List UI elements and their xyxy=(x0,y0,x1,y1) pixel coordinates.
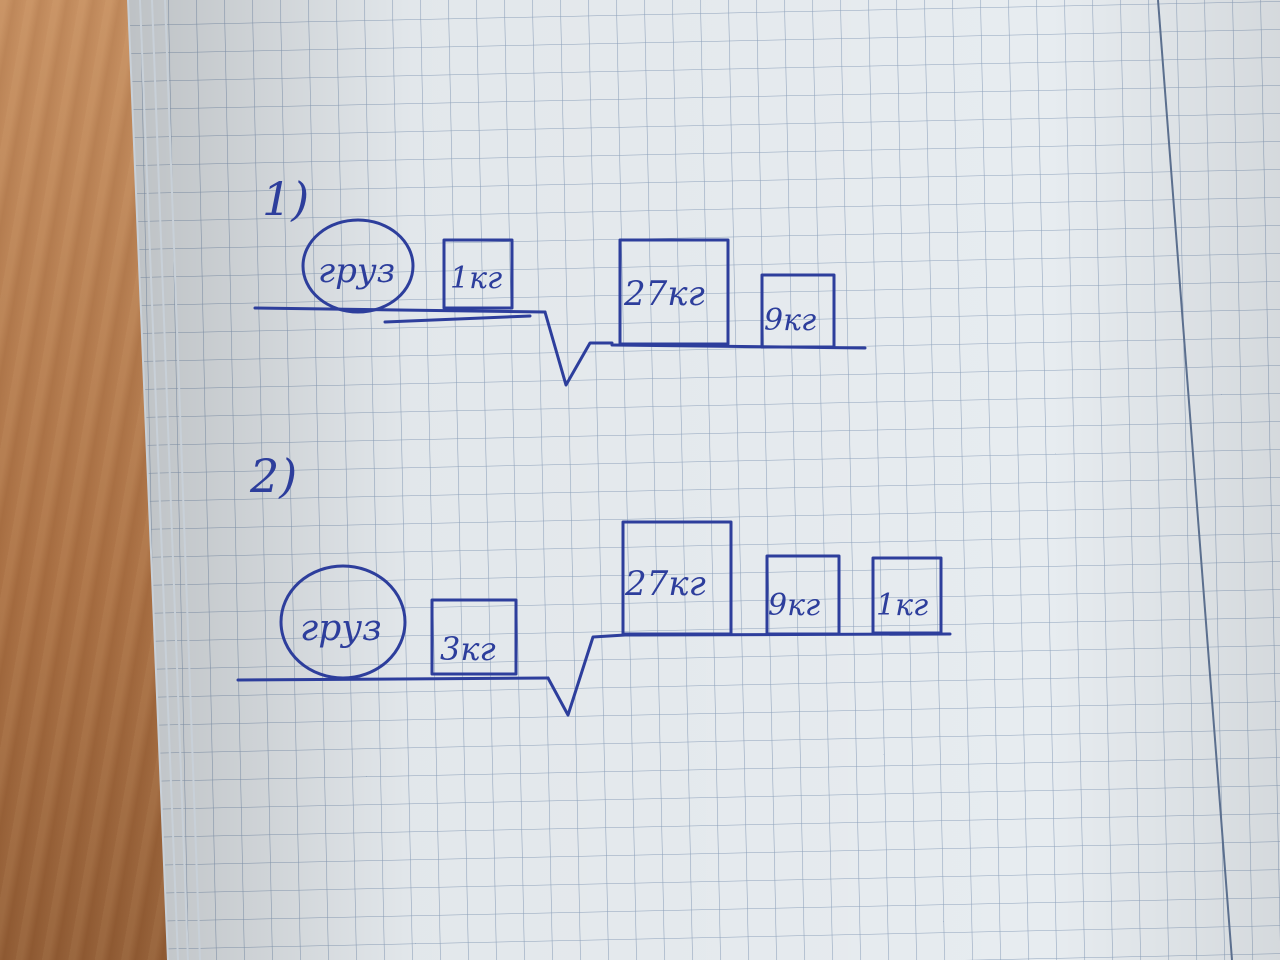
box-1-0 xyxy=(442,238,514,310)
ground-line-1 xyxy=(253,306,547,324)
box-label-1-1: 27кг xyxy=(623,274,705,314)
ditch-2 xyxy=(546,633,627,717)
box-label-1-0: 1кг xyxy=(450,261,502,296)
diagram-2-label: 2) xyxy=(249,449,297,503)
box-1-2 xyxy=(760,273,836,349)
box-label-2-3: 1кг xyxy=(876,588,928,623)
load-label-2: груз xyxy=(300,608,382,649)
ground-line-2 xyxy=(236,676,550,682)
ditch-1 xyxy=(543,310,614,387)
box-2-0 xyxy=(430,598,518,676)
diagram-1: 1) груз 1кг 27кг 9кг xyxy=(253,172,867,387)
diagram-2: 2) груз 3кг 27кг 9кг 1кг xyxy=(236,449,952,717)
diagram-1-label: 1) xyxy=(262,172,309,226)
box-2-2 xyxy=(765,554,841,636)
box-2-3 xyxy=(871,556,943,635)
box-label-1-2: 9кг xyxy=(764,303,816,338)
paper-shading xyxy=(128,0,1280,960)
box-1-1 xyxy=(618,238,730,346)
load-circle-2 xyxy=(279,564,407,680)
load-label-1: груз xyxy=(318,251,395,291)
box-label-2-0: 3кг xyxy=(440,630,496,668)
box-label-2-1: 27кг xyxy=(624,564,706,604)
box-2-1 xyxy=(621,520,733,636)
margin-line xyxy=(1157,0,1233,960)
page-edges xyxy=(127,0,201,960)
box-label-2-2: 9кг xyxy=(768,588,820,623)
load-circle-1 xyxy=(301,218,415,314)
